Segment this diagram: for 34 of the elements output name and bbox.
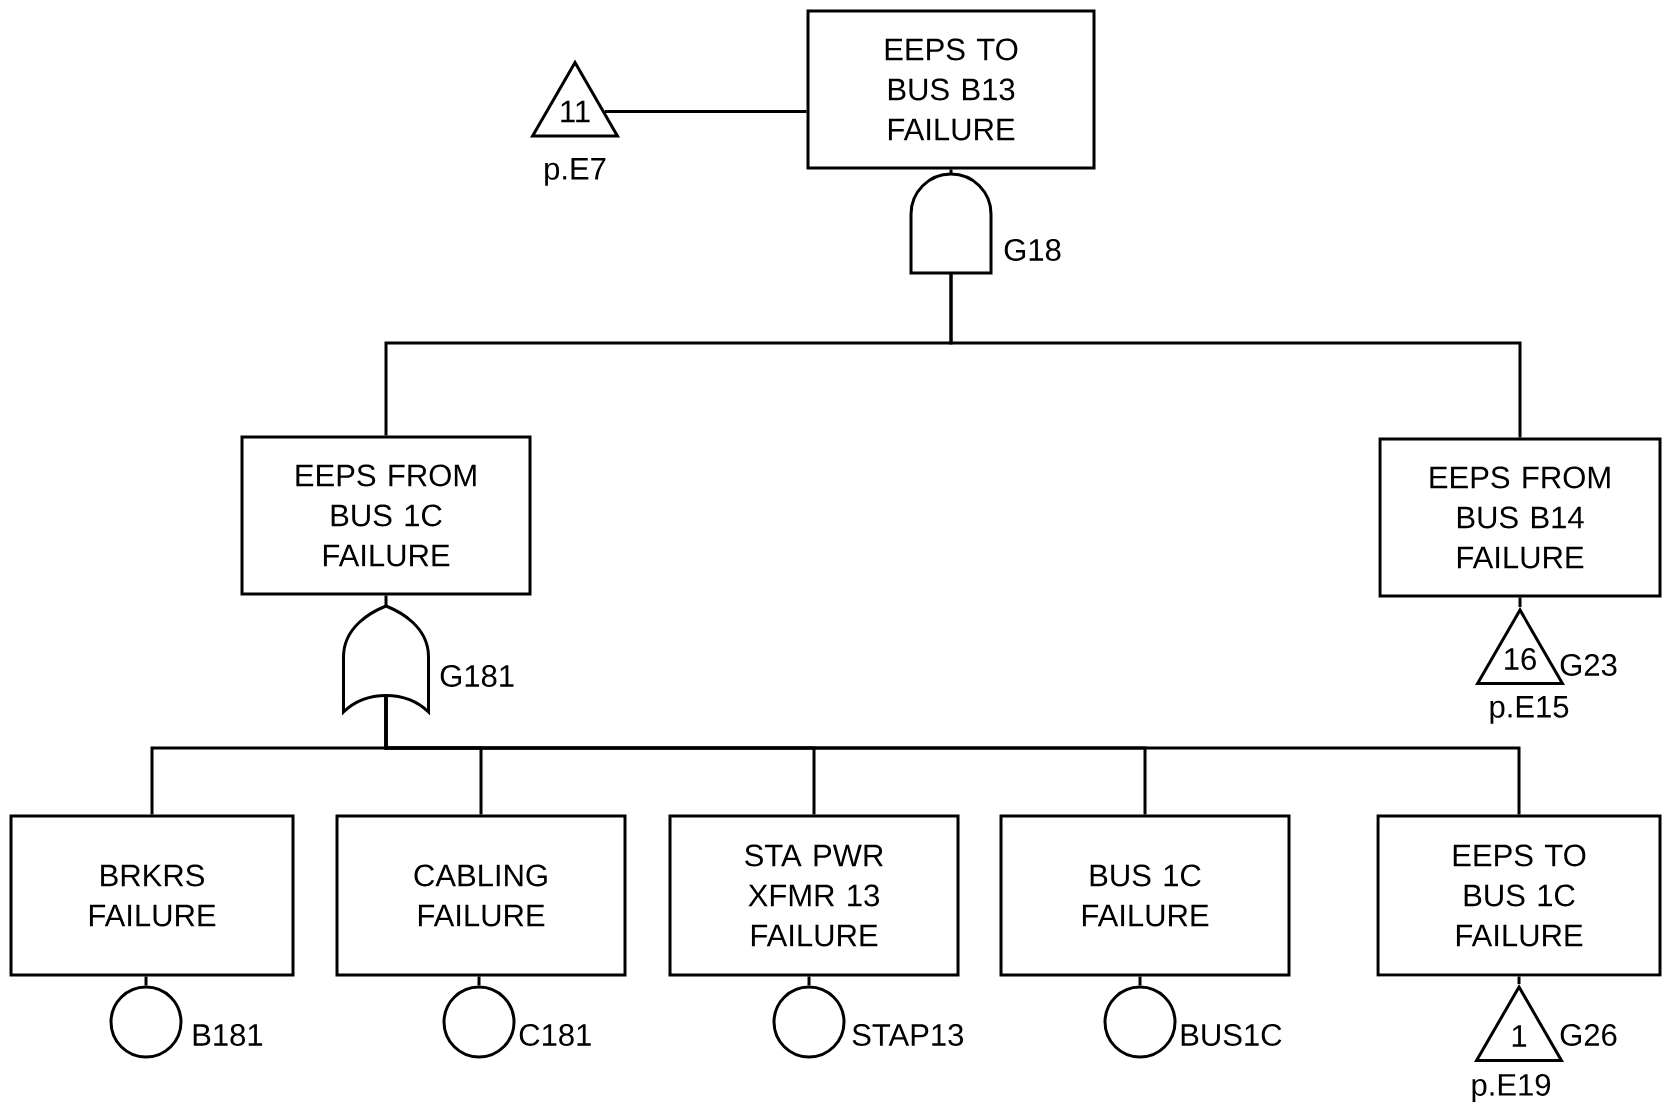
basic-event-circle: [772, 985, 846, 1059]
basic-event-circle: [1103, 985, 1177, 1059]
connector-line: [144, 976, 148, 986]
connector-line: [949, 273, 1522, 438]
page-reference: p.E19: [1472, 1073, 1551, 1102]
basic-event-circle: [109, 985, 183, 1059]
event-box: EEPS FROM BUS 1C FAILURE: [240, 435, 532, 596]
event-code: STAP13: [852, 1024, 963, 1046]
event-box: EEPS TO BUS B13 FAILURE: [806, 9, 1096, 170]
gate-label: G18: [1004, 239, 1061, 261]
connector-line: [807, 976, 811, 986]
connector-line: [1517, 976, 1521, 984]
connector-line: [605, 110, 807, 113]
connector-line: [384, 595, 388, 606]
event-code: B181: [193, 1024, 263, 1046]
connector-line: [477, 976, 481, 986]
page-reference: p.E15: [1490, 696, 1569, 724]
connector-line: [1138, 976, 1142, 986]
event-box: BUS 1C FAILURE: [999, 814, 1291, 977]
event-box: STA PWR XFMR 13 FAILURE: [668, 814, 960, 977]
connector-line: [949, 169, 953, 174]
basic-event-circle: [442, 985, 516, 1059]
connector-line: [384, 696, 1521, 815]
event-box: EEPS FROM BUS B14 FAILURE: [1378, 437, 1662, 598]
event-box: CABLING FAILURE: [335, 814, 627, 977]
event-code: BUS1C: [1181, 1024, 1282, 1046]
event-box: BRKRS FAILURE: [9, 814, 295, 977]
gate-label: G181: [440, 665, 514, 687]
connector-line: [1518, 597, 1522, 607]
page-reference: p.E7: [545, 158, 606, 186]
event-box: EEPS TO BUS 1C FAILURE: [1376, 814, 1662, 977]
event-code: C181: [519, 1024, 591, 1046]
and-gate: [909, 172, 993, 275]
or-gate: [342, 604, 430, 714]
